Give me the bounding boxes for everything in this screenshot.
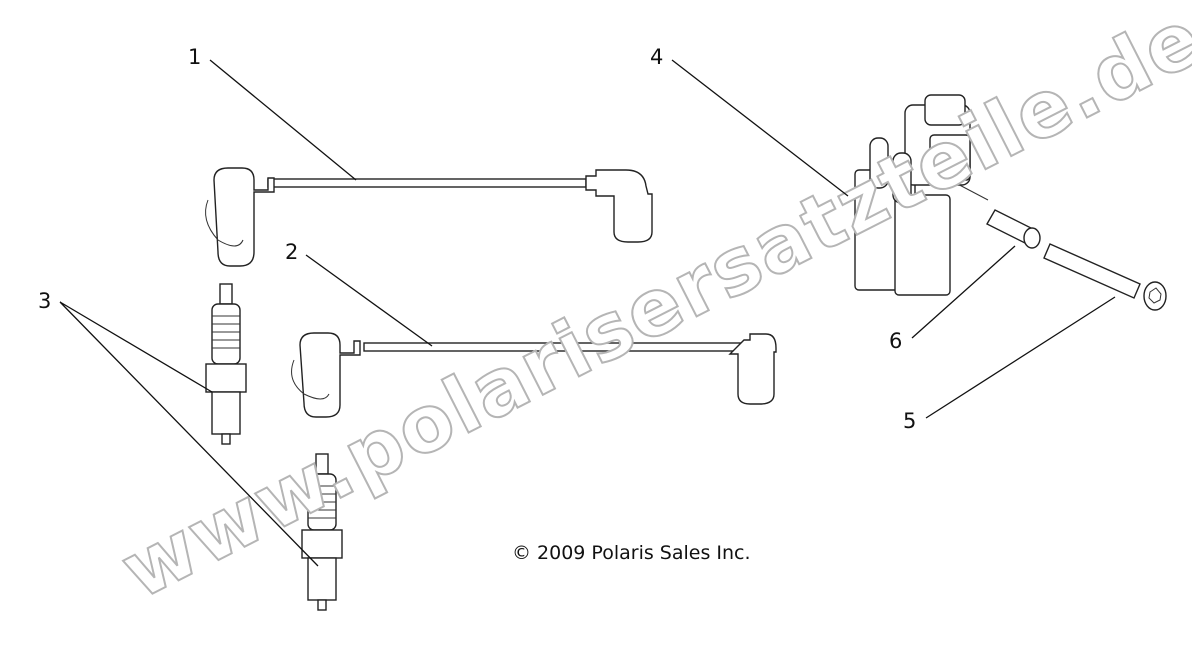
ignition-coil	[854, 94, 971, 296]
coil-sleeve-guide	[949, 179, 989, 201]
leader-6	[911, 245, 1016, 339]
spark-plug-wire-2	[291, 332, 777, 418]
sleeve	[986, 209, 1041, 249]
callout-4: 4	[650, 45, 663, 69]
spark-plug-1	[205, 283, 247, 445]
bolt	[1043, 243, 1167, 311]
leader-3	[59, 301, 319, 567]
copyright-text: © 2009 Polaris Sales Inc.	[512, 542, 751, 564]
callout-1: 1	[188, 45, 201, 69]
leader-2	[305, 254, 433, 347]
watermark: www.polarisersatzteile.de	[108, 0, 1192, 617]
leader-1	[209, 59, 357, 181]
callout-2: 2	[285, 240, 298, 264]
callout-3: 3	[38, 289, 51, 313]
callout-6: 6	[889, 329, 902, 353]
leader-5	[925, 296, 1116, 419]
spark-plug-2	[301, 453, 343, 611]
callout-5: 5	[903, 409, 916, 433]
leader-4	[671, 59, 849, 197]
spark-plug-wire-1	[205, 167, 653, 267]
